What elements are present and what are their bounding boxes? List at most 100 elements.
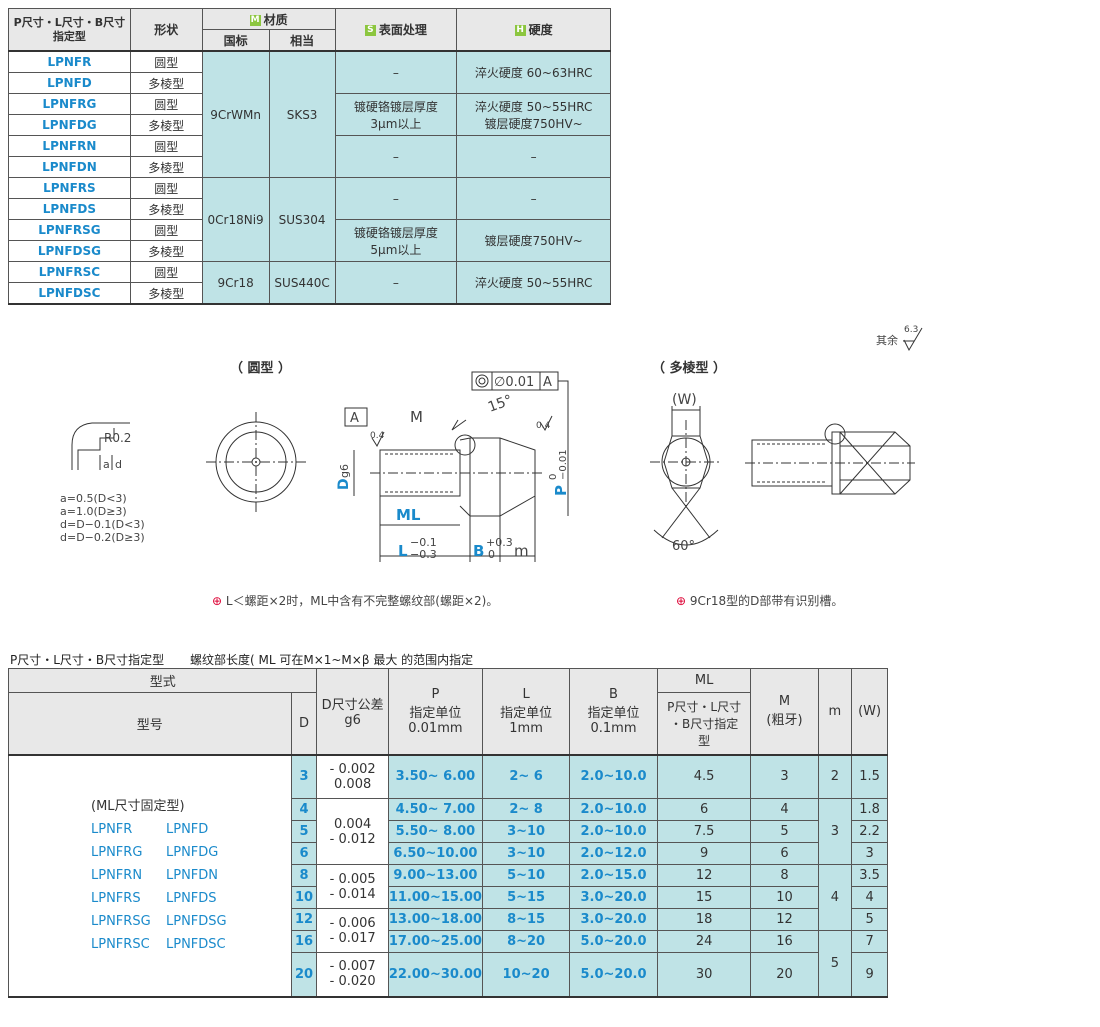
- B-cell: 2.0~10.0: [569, 820, 658, 843]
- W-cell: 4: [851, 886, 888, 909]
- shape-cell: 圆型: [129, 261, 203, 283]
- ML-cell: 24: [656, 930, 752, 953]
- polygon-front-view: [650, 406, 722, 546]
- W-cell: 1.5: [851, 754, 888, 799]
- header-D: D: [290, 692, 318, 755]
- shape-cell: 多棱型: [129, 156, 203, 178]
- m-cell: 3: [817, 798, 853, 865]
- hardness-cell: 淬火硬度 50~55HRC: [456, 261, 611, 305]
- angle-60-label: 60°: [672, 539, 695, 554]
- header-material-gb: 国标: [201, 29, 270, 52]
- B-cell: 5.0~20.0: [569, 952, 658, 997]
- surface-cell: –: [334, 261, 458, 305]
- ML-cell: 6: [656, 798, 752, 821]
- B-label: B: [473, 542, 484, 560]
- M-cell: 8: [750, 864, 819, 887]
- shape-cell: 多棱型: [129, 114, 203, 136]
- ML-cell: 12: [656, 864, 752, 887]
- model-cell: LPNFDSC: [8, 282, 131, 305]
- shape-cell: 多棱型: [129, 240, 203, 262]
- tol-cell: - 0.007- 0.020: [316, 952, 389, 997]
- P-cell: 22.00~30.00: [387, 952, 483, 997]
- model-cell: LPNFDN: [8, 156, 131, 178]
- material-gb-cell: 9Cr18: [201, 261, 270, 305]
- P-cell: 3.50~ 6.00: [387, 754, 483, 799]
- B-cell: 3.0~20.0: [569, 886, 658, 909]
- roughness-value: 6.3: [904, 325, 918, 335]
- model-cell: LPNFRSG: [8, 219, 131, 241]
- material-eq-cell: SUS304: [268, 177, 336, 262]
- round-front-view: [206, 412, 306, 512]
- B-cell: 3.0~20.0: [569, 908, 658, 931]
- M-cell: 12: [750, 908, 819, 931]
- hardness-tag-icon: H: [514, 25, 526, 36]
- D-cell: 5: [290, 820, 318, 843]
- header-M: M(粗牙): [750, 668, 819, 755]
- D-cell: 8: [290, 864, 318, 887]
- surface-cell: –: [334, 177, 458, 220]
- g6-label: g6: [338, 464, 351, 478]
- M-cell: 5: [750, 820, 819, 843]
- D-cell: 4: [290, 798, 318, 821]
- P-cell: 9.00~13.00: [387, 864, 483, 887]
- L-tol-up: −0.1: [410, 536, 437, 549]
- ML-cell: 4.5: [656, 754, 752, 799]
- note-line: d=D−0.2(D≥3): [60, 531, 145, 544]
- W-cell: 7: [851, 930, 888, 953]
- tol-cell: 0.004- 0.012: [316, 798, 389, 865]
- model-cell: LPNFRN: [8, 135, 131, 157]
- roughness-04: 0.4: [370, 431, 385, 441]
- D-label: D: [336, 478, 352, 490]
- ML-label: ML: [396, 506, 421, 524]
- model-cell: LPNFRS: [8, 177, 131, 199]
- shape-cell: 圆型: [129, 135, 203, 157]
- m-cell: 5: [817, 930, 853, 997]
- W-cell: 1.8: [851, 798, 888, 821]
- P-cell: 5.50~ 8.00: [387, 820, 483, 843]
- hardness-cell: 淬火硬度 60~63HRC: [456, 50, 611, 94]
- D-cell: 3: [290, 754, 318, 799]
- B-tol-dn: 0: [488, 548, 495, 561]
- model-cell: LPNFR: [8, 50, 131, 73]
- W-cell: 9: [851, 952, 888, 997]
- material-gb-cell: 9CrWMn: [201, 50, 270, 178]
- M-cell: 10: [750, 886, 819, 909]
- ML-cell: 30: [656, 952, 752, 997]
- model-cell: LPNFD: [8, 72, 131, 94]
- L-label: L: [398, 542, 408, 560]
- tol-cell: - 0.006- 0.017: [316, 908, 389, 953]
- P-cell: 11.00~15.00: [387, 886, 483, 909]
- shape-cell: 圆型: [129, 93, 203, 115]
- B-cell: 2.0~10.0: [569, 754, 658, 799]
- note-left: ⊕ L＜螺距×2时，ML中含有不完整螺纹部(螺距×2)。: [212, 594, 499, 608]
- W-cell: 5: [851, 908, 888, 931]
- shape-cell: 多棱型: [129, 198, 203, 220]
- radius-label: R0.2: [104, 431, 131, 445]
- L-cell: 8~15: [481, 908, 571, 931]
- shape-cell: 圆型: [129, 50, 203, 73]
- P-label: P: [552, 485, 570, 496]
- note-right: ⊕ 9Cr18型的D部带有识别槽。: [676, 594, 844, 608]
- header-model: 型号: [8, 692, 292, 755]
- shape-cell: 圆型: [129, 219, 203, 241]
- D-cell: 20: [290, 952, 318, 997]
- B-cell: 2.0~10.0: [569, 798, 658, 821]
- remaining-label: 其余: [876, 333, 898, 347]
- header-type: 型式: [7, 668, 318, 693]
- d-label: d: [115, 458, 122, 471]
- M-cell: 4: [750, 798, 819, 821]
- ML-cell: 9: [656, 842, 752, 865]
- B-tol-up: +0.3: [486, 536, 513, 549]
